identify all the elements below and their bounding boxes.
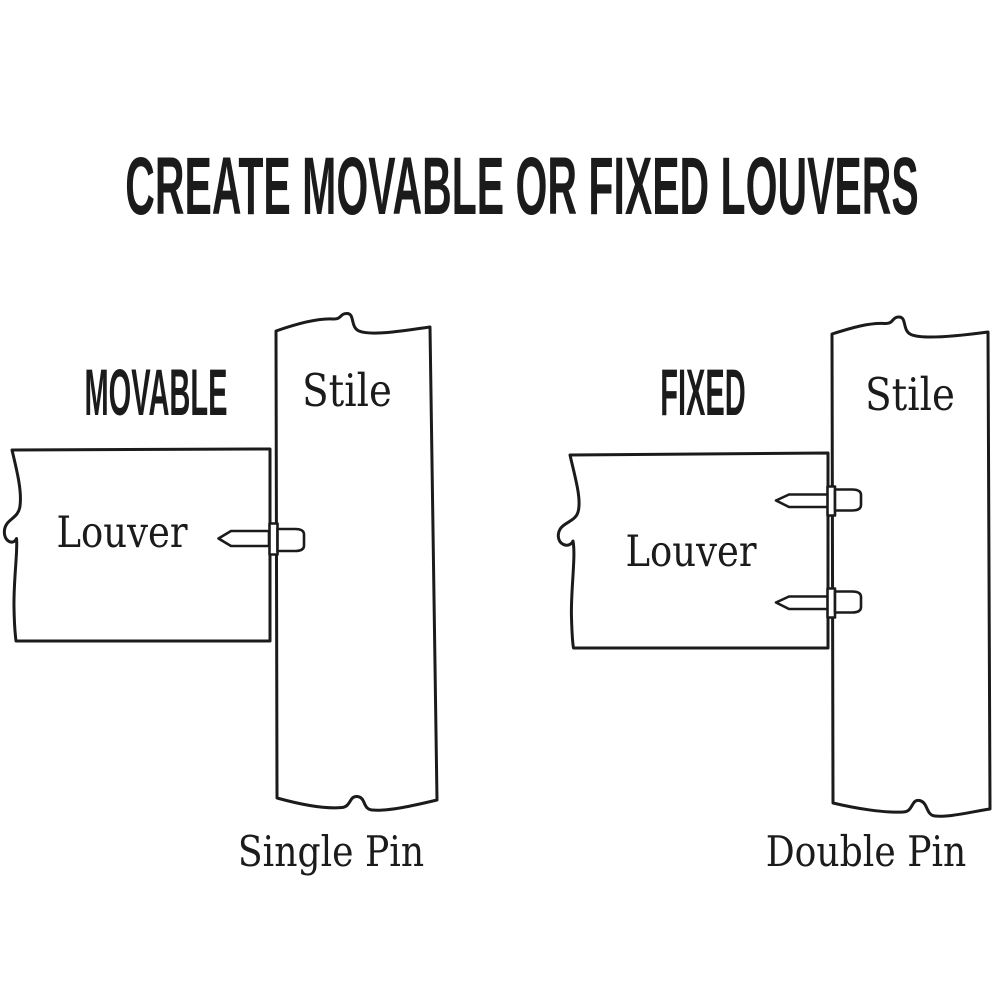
movable-louver-label: Louver bbox=[56, 508, 188, 558]
fixed-pin-caption: Double Pin bbox=[765, 827, 967, 876]
fixed-pin-top-shaft bbox=[774, 493, 830, 509]
fixed-variant-label: FIXED bbox=[660, 355, 746, 429]
movable-stile-panel bbox=[274, 312, 439, 812]
movable-pin-caption: Single Pin bbox=[237, 827, 425, 876]
fixed-pin-top-head bbox=[833, 488, 863, 512]
fixed-louver-panel bbox=[556, 451, 830, 650]
movable-louver-panel bbox=[2, 447, 272, 643]
fixed-stile-panel bbox=[830, 315, 992, 818]
fixed-pin-bottom-shaft bbox=[774, 595, 830, 611]
movable-variant-label: MOVABLE bbox=[84, 355, 228, 429]
fixed-pin-bottom-head bbox=[833, 590, 863, 614]
page-title: CREATE MOVABLE OR FIXED LOUVERS bbox=[125, 141, 919, 232]
fixed-louver-label: Louver bbox=[625, 527, 757, 577]
movable-stile-label: Stile bbox=[302, 364, 392, 417]
fixed-stile-label: Stile bbox=[865, 368, 955, 421]
movable-pin-head bbox=[276, 527, 306, 553]
